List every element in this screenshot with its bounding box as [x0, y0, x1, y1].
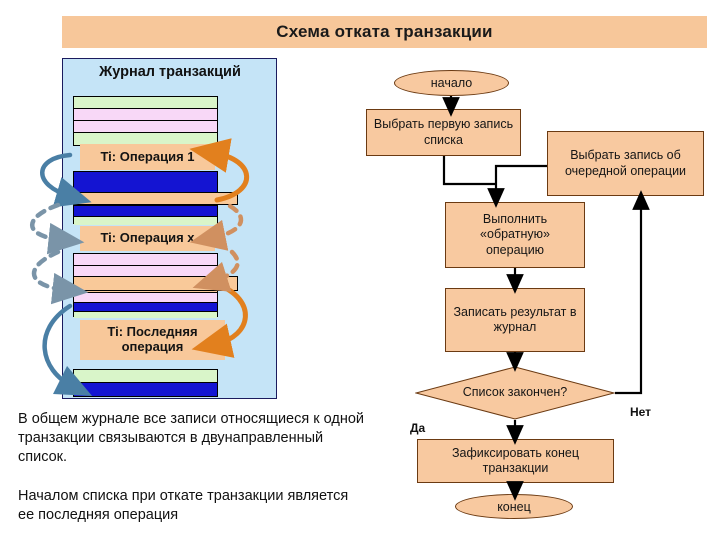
- flow-node-select-first-record: Выбрать первую запись списка: [366, 109, 521, 156]
- journal-record-green: [74, 133, 217, 145]
- journal-record-pink: [74, 254, 217, 266]
- journal-record-group: [73, 96, 218, 146]
- flow-node-label: Зафиксировать конец транзакции: [452, 445, 579, 475]
- branch-label-no: Нет: [630, 405, 652, 419]
- journal-record-green: [74, 217, 217, 225]
- journal-record-group: [73, 369, 218, 397]
- flow-node-select-next-record: Выбрать запись об очередной операции: [547, 131, 704, 196]
- journal-pointer-bar: [73, 192, 238, 205]
- journal-label-text: Ti: Последняя операция: [107, 324, 198, 354]
- journal-record-green: [74, 312, 217, 318]
- note-list-start: Началом списка при откате транзакции явл…: [18, 488, 349, 524]
- slide-title-bar: Схема отката транзакции: [62, 16, 707, 48]
- note-doubly-linked-list: В общем журнале все записи относящиеся к…: [18, 411, 364, 466]
- flow-node-label: Выполнить «обратную» операцию: [480, 212, 550, 257]
- branch-label-yes: Да: [410, 421, 426, 435]
- flow-node-label: Записать результат в журнал: [453, 304, 577, 334]
- journal-record-blue: [74, 205, 217, 217]
- journal-pointer-bar: [73, 276, 238, 291]
- journal-panel-title: Журнал транзакций: [99, 64, 241, 80]
- flow-node-label: начало: [430, 76, 473, 90]
- flow-node-commit-transaction-end: Зафиксировать конец транзакции: [417, 439, 614, 483]
- flow-node-label: Список закончен?: [462, 385, 568, 400]
- journal-label-text: Ti: Операция x: [100, 230, 195, 246]
- journal-record-pink: [74, 109, 217, 121]
- flow-node-list-finished-decision: Список закончен?: [415, 366, 615, 420]
- journal-label-last-operation: Ti: Последняя операция: [80, 320, 225, 360]
- journal-label-operation-x: Ti: Операция x: [80, 226, 215, 251]
- journal-record-green: [74, 370, 217, 383]
- flow-node-end: конец: [455, 494, 573, 519]
- journal-label-operation-1: Ti: Операция 1: [80, 144, 215, 170]
- flow-node-write-result-to-journal: Записать результат в журнал: [445, 288, 585, 352]
- flow-node-label: Выбрать запись об очередной операции: [564, 148, 687, 178]
- flow-node-label: Выбрать первую запись списка: [373, 117, 514, 147]
- flow-node-start: начало: [394, 70, 509, 96]
- journal-record-pink: [74, 266, 217, 277]
- flow-node-label: конец: [497, 499, 531, 514]
- page-title: Схема отката транзакции: [276, 22, 493, 41]
- flow-node-perform-inverse-operation: Выполнить «обратную» операцию: [445, 202, 585, 268]
- journal-record-pink: [74, 121, 217, 133]
- journal-record-blue: [74, 383, 217, 396]
- journal-record-green: [74, 97, 217, 109]
- journal-record-pink: [74, 292, 217, 303]
- journal-record-blue: [74, 172, 217, 194]
- journal-label-text: Ti: Операция 1: [100, 148, 195, 164]
- journal-record-blue: [74, 303, 217, 312]
